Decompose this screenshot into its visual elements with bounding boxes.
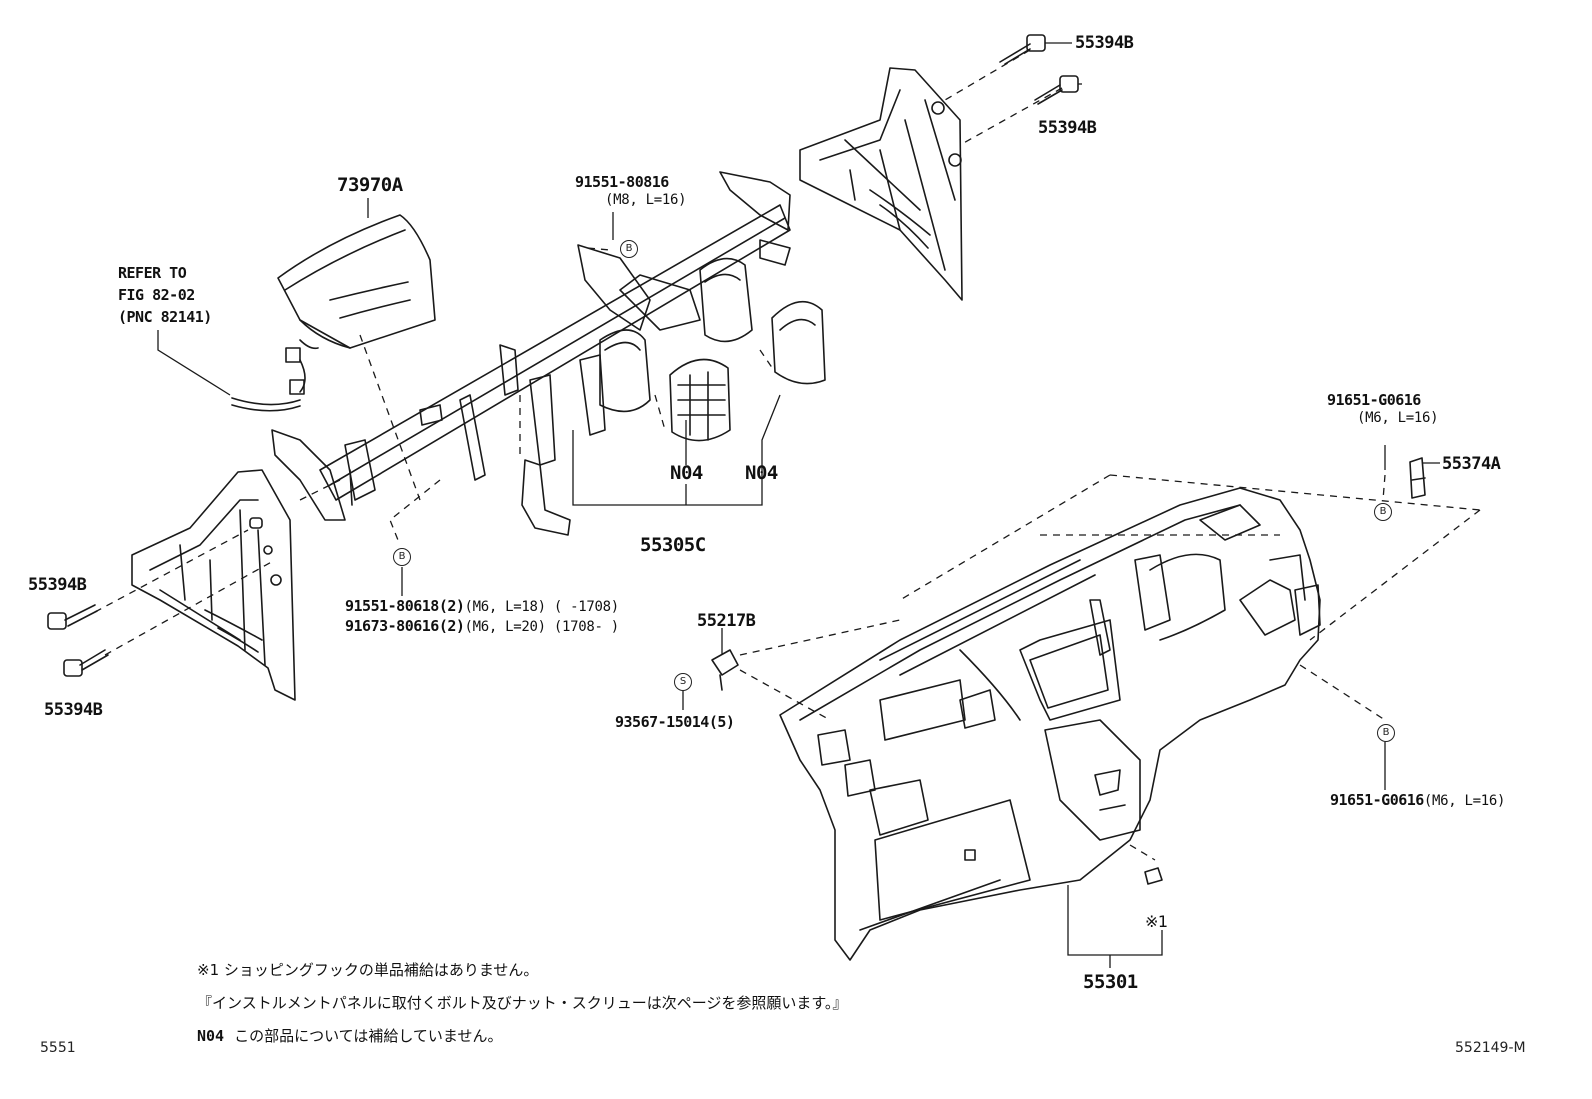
label-n04-left: N04	[670, 462, 703, 484]
marker-b-left: B	[393, 548, 411, 566]
label-star1: ※1	[1145, 912, 1168, 931]
bolt-55394b-top-2	[1034, 75, 1079, 105]
label-55374a: 55374A	[1442, 454, 1501, 474]
label-55394b-left-1: 55394B	[28, 575, 87, 595]
footer-section-code: 5551	[40, 1040, 76, 1056]
label-n04-right: N04	[745, 462, 778, 484]
marker-b-top: B	[620, 240, 638, 258]
instrument-panel	[779, 487, 1321, 961]
clip-55374a	[1409, 457, 1426, 499]
label-91551-80816: 91551-80816	[575, 173, 669, 191]
label-91651-g0616-bottom-number: 91651-G0616	[1330, 791, 1424, 809]
label-55394b-left-2: 55394B	[44, 700, 103, 720]
label-55217b: 55217B	[697, 611, 756, 631]
label-91673-80616: 91673-80616(2)(M6, L=20) (1708- )	[345, 616, 619, 637]
instrument-reinforcement-beam	[271, 171, 791, 536]
label-91551-80816-spec: (M8, L=16)	[605, 192, 687, 208]
label-73970a: 73970A	[337, 174, 403, 196]
label-refer-fig: FIG 82-02	[118, 286, 195, 304]
label-refer-pnc: (PNC 82141)	[118, 308, 212, 326]
bolt-55394b-left-2	[63, 649, 109, 677]
label-55394b-top-2: 55394B	[1038, 118, 1097, 138]
label-91651-g0616-top: 91651-G0616	[1327, 391, 1421, 409]
dashed-guide-lines	[94, 49, 1481, 861]
label-refer-to: REFER TO	[118, 264, 187, 282]
label-55394b-top-1: 55394B	[1075, 33, 1134, 53]
left-side-bracket	[131, 469, 296, 701]
label-91673-80616-number: 91673-80616(2)	[345, 617, 465, 635]
label-91651-g0616-bottom-spec: (M6, L=16)	[1423, 793, 1506, 809]
marker-b-right-upper: B	[1374, 503, 1392, 521]
label-91551-80618: 91551-80618(2)(M6, L=18) ( -1708)	[345, 596, 619, 617]
column-cover-upper	[771, 300, 826, 385]
label-91551-80618-spec: (M6, L=18) ( -1708)	[464, 599, 619, 615]
label-93567-15014: 93567-15014(5)	[615, 713, 735, 731]
label-91651-g0616-top-spec: (M6, L=16)	[1357, 410, 1439, 426]
label-55305c: 55305C	[640, 534, 706, 556]
note-n04-code: N04	[197, 1027, 225, 1045]
airbag-assembly	[231, 214, 436, 412]
right-side-bracket	[799, 67, 963, 301]
marker-s: S	[674, 673, 692, 691]
column-cover-lower	[669, 358, 731, 442]
marker-b-right-lower: B	[1377, 724, 1395, 742]
note-see-next-page: 『インストルメントパネルに取付くボルト及びナット・スクリューは次ページを参照願い…	[197, 994, 848, 1012]
bolt-55394b-top-1	[999, 34, 1046, 65]
note-n04-text: この部品については補給していません。	[234, 1027, 503, 1045]
label-91651-g0616-bottom: 91651-G0616(M6, L=16)	[1330, 790, 1505, 811]
leader-lines	[157, 42, 1440, 968]
label-91551-80618-number: 91551-80618(2)	[345, 597, 465, 615]
note-shopping-hook: ※1 ショッピングフックの単品補給はありません。	[197, 961, 539, 979]
note-n04: N04 この部品については補給していません。	[197, 1026, 502, 1046]
label-55301: 55301	[1083, 971, 1138, 993]
bolt-55394b-left-1	[47, 604, 98, 630]
footer-figure-code: 552149-M	[1455, 1040, 1526, 1056]
clip-55217b	[711, 649, 739, 691]
label-91673-80616-spec: (M6, L=20) (1708- )	[464, 619, 619, 635]
